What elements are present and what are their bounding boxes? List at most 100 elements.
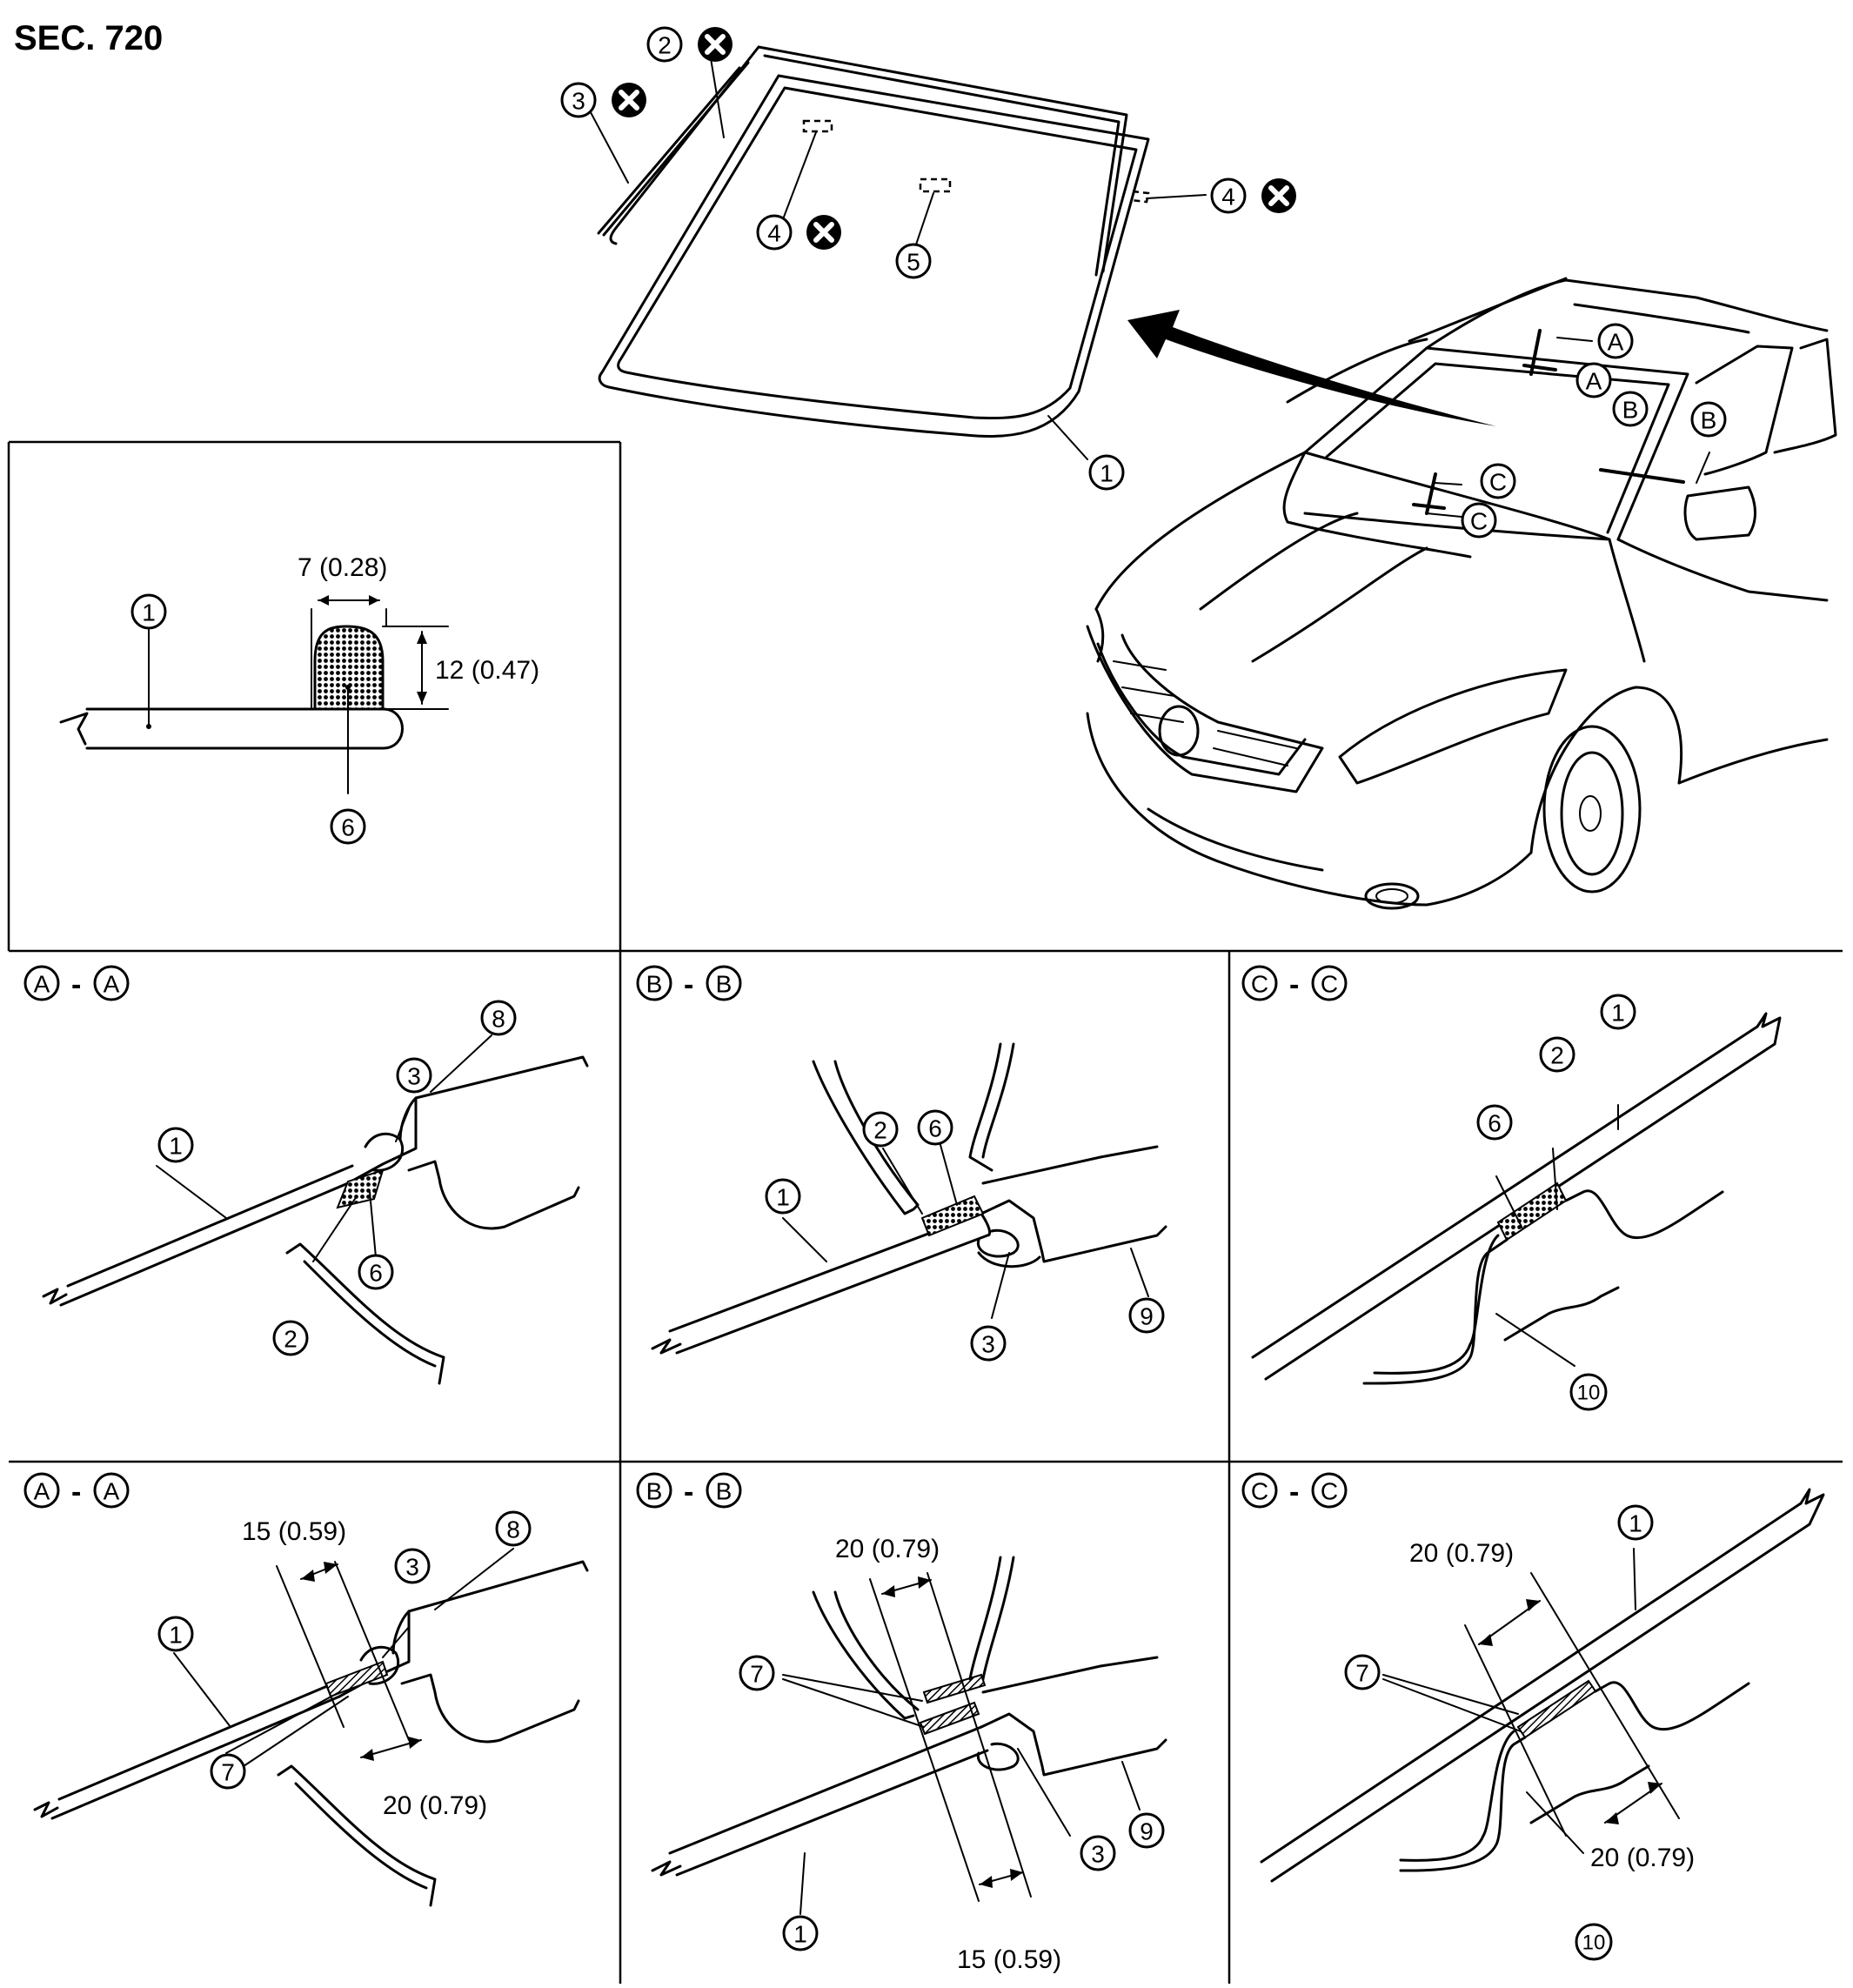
- svg-text:A: A: [1608, 329, 1624, 356]
- svg-text:B: B: [646, 1478, 663, 1505]
- svg-text:-: -: [71, 968, 81, 1001]
- svg-text:A: A: [1586, 368, 1602, 395]
- svg-text:3: 3: [407, 1063, 421, 1090]
- callout-5: 5: [895, 243, 932, 279]
- svg-text:C: C: [1489, 469, 1507, 496]
- svg-text:1: 1: [142, 599, 156, 626]
- callout-bb1-2: 2: [862, 1111, 899, 1148]
- svg-text:4: 4: [1221, 184, 1235, 211]
- svg-text:A: A: [104, 971, 120, 998]
- callout-cc1-2: 2: [1539, 1036, 1575, 1073]
- svg-text:C: C: [1321, 971, 1338, 998]
- section-marker-a2: A: [1575, 362, 1612, 398]
- svg-text:2: 2: [284, 1326, 298, 1353]
- callout-bb2-3: 3: [1080, 1835, 1116, 1871]
- svg-text:1: 1: [1611, 1000, 1625, 1027]
- callout-aa1-6: 6: [358, 1254, 394, 1290]
- title-cc-1: C - C: [1241, 965, 1348, 1001]
- windshield-glass: [598, 74, 1150, 438]
- svg-text:B: B: [716, 971, 733, 998]
- callout-aa2-3: 3: [394, 1548, 431, 1584]
- callout-cc1-6: 6: [1476, 1104, 1513, 1141]
- callout-cc2-7: 7: [1344, 1654, 1381, 1690]
- callout-aa2-8: 8: [495, 1510, 532, 1547]
- svg-text:10: 10: [1582, 1931, 1606, 1955]
- svg-text:A: A: [34, 1478, 50, 1505]
- urethane-dam-detail: [59, 595, 449, 794]
- svg-text:1: 1: [169, 1133, 183, 1160]
- svg-text:8: 8: [506, 1516, 520, 1543]
- callout-4-right: 4: [1210, 177, 1247, 214]
- section-marker-c2: C: [1461, 502, 1497, 539]
- svg-text:7: 7: [221, 1759, 235, 1786]
- spacer-part: [919, 177, 952, 193]
- svg-text:5: 5: [906, 249, 920, 276]
- callout-bb1-3: 3: [970, 1325, 1007, 1362]
- clip-part: [802, 119, 833, 133]
- svg-text:3: 3: [405, 1554, 419, 1581]
- callout-1-glass: 1: [1088, 454, 1125, 491]
- section-marker-a1: A: [1597, 323, 1634, 359]
- svg-text:B: B: [1701, 407, 1717, 434]
- svg-text:C: C: [1251, 1478, 1268, 1505]
- svg-text:10: 10: [1577, 1382, 1601, 1405]
- svg-text:A: A: [104, 1478, 120, 1505]
- svg-text:C: C: [1321, 1478, 1338, 1505]
- svg-text:1: 1: [776, 1184, 790, 1211]
- svg-text:C: C: [1251, 971, 1268, 998]
- windshield-exploded-view: [585, 45, 1207, 460]
- callout-cc1-1: 1: [1600, 994, 1636, 1030]
- svg-text:3: 3: [572, 88, 585, 115]
- svg-text:2: 2: [873, 1117, 887, 1144]
- section-cc-primer: [1260, 1488, 1825, 1883]
- svg-text:3: 3: [981, 1331, 995, 1358]
- svg-text:2: 2: [1550, 1042, 1564, 1069]
- arrow-icon: [1127, 310, 1496, 426]
- title-bb-2: B - B: [636, 1472, 742, 1509]
- callout-aa1-2: 2: [272, 1320, 309, 1356]
- svg-text:9: 9: [1140, 1818, 1154, 1845]
- title-aa-2: A - A: [23, 1472, 130, 1509]
- callout-4-left: 4: [756, 214, 793, 251]
- section-marker-b2: B: [1690, 401, 1727, 438]
- section-marker-b1: B: [1612, 391, 1649, 427]
- bb-primer-bottom-dim: 15 (0.59): [957, 1945, 1061, 1974]
- svg-text:2: 2: [658, 32, 672, 59]
- svg-text:B: B: [1622, 397, 1639, 424]
- callout-bb1-1: 1: [765, 1178, 801, 1215]
- aa-primer-top-dim: 15 (0.59): [242, 1517, 346, 1546]
- svg-text:-: -: [684, 1476, 693, 1509]
- upper-moulding: [609, 45, 1128, 273]
- svg-text:7: 7: [1355, 1660, 1369, 1687]
- vehicle-illustration: [1086, 277, 1837, 910]
- x-circle-icon: [806, 215, 841, 250]
- svg-text:B: B: [716, 1478, 733, 1505]
- callout-bb2-7: 7: [739, 1655, 775, 1691]
- svg-text:C: C: [1470, 508, 1488, 535]
- svg-text:1: 1: [793, 1921, 807, 1948]
- section-bb-primer: [651, 1556, 1167, 1915]
- callout-6-dam: 6: [330, 808, 366, 845]
- section-cc-sealant: [1251, 1012, 1782, 1385]
- callout-bb2-1: 1: [782, 1915, 819, 1951]
- svg-text:6: 6: [341, 814, 355, 841]
- callout-cc2-1: 1: [1617, 1504, 1654, 1541]
- svg-text:A: A: [34, 971, 50, 998]
- callout-aa2-1: 1: [157, 1616, 194, 1652]
- cc-primer-bottom-dim: 20 (0.79): [1590, 1844, 1695, 1872]
- dam-height-dim: 12 (0.47): [435, 656, 539, 685]
- callout-bb1-9: 9: [1128, 1297, 1165, 1334]
- callout-aa1-1: 1: [157, 1127, 194, 1163]
- section-number: SEC. 720: [14, 19, 164, 57]
- callout-aa2-7: 7: [210, 1753, 246, 1790]
- svg-text:3: 3: [1091, 1841, 1105, 1868]
- x-circle-icon: [612, 83, 646, 117]
- svg-text:-: -: [684, 968, 693, 1001]
- title-bb-1: B - B: [636, 965, 742, 1001]
- panel-frames: [7, 440, 1843, 1984]
- cc-primer-top-dim: 20 (0.79): [1409, 1539, 1514, 1568]
- svg-text:9: 9: [1140, 1303, 1154, 1330]
- dam-bead: [313, 625, 385, 711]
